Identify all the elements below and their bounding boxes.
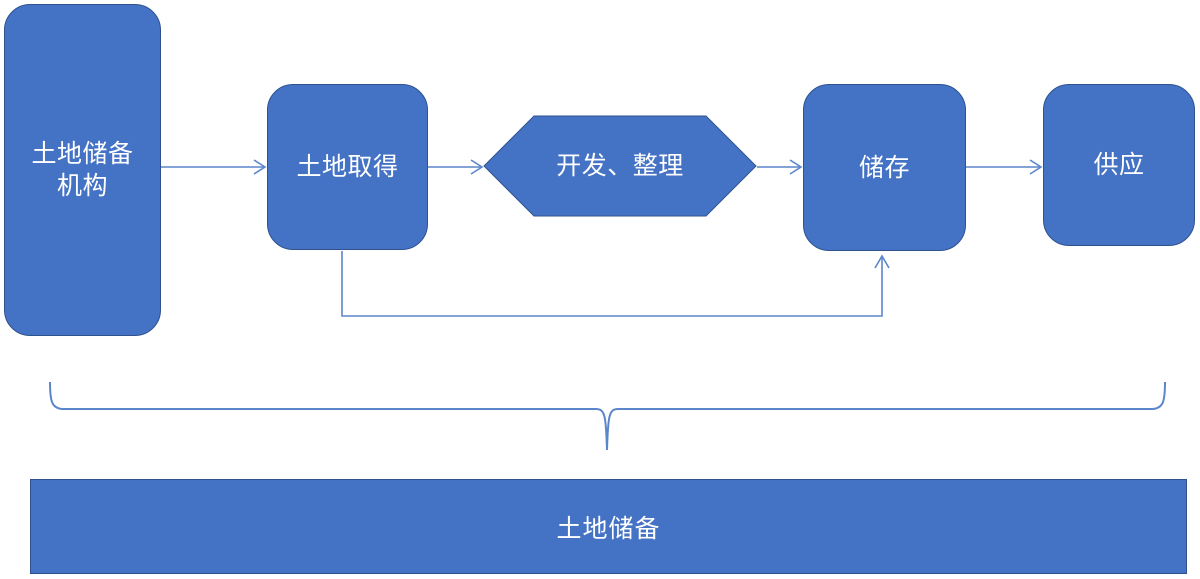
node-land-reserve-agency[interactable]: 土地储备 机构 [4,4,161,336]
connector-acquire-to-store-bypass [341,251,890,317]
connector-acquire-to-hex [428,159,484,175]
hexagon-shape [483,115,757,217]
banner-label: 土地储备 [556,514,661,543]
node-land-acquisition[interactable]: 土地取得 [267,84,428,250]
node-development-and-consolidation[interactable]: 开发、整理 [483,115,757,217]
node-label-hex: 开发、整理 [556,152,684,180]
node-storage[interactable]: 储存 [803,84,966,251]
connector-hex-to-store [757,159,803,175]
node-label-agency: 土地储备 机构 [31,140,134,200]
connector-agency-to-acquire [161,159,267,175]
node-label-acquire: 土地取得 [296,153,399,181]
node-supply[interactable]: 供应 [1043,84,1195,246]
connector-store-to-supply [966,159,1043,175]
node-label-supply: 供应 [1093,151,1145,179]
node-label-store: 储存 [858,153,910,182]
scope-brace [49,381,1166,451]
banner-land-reserve[interactable]: 土地储备 [30,479,1187,574]
